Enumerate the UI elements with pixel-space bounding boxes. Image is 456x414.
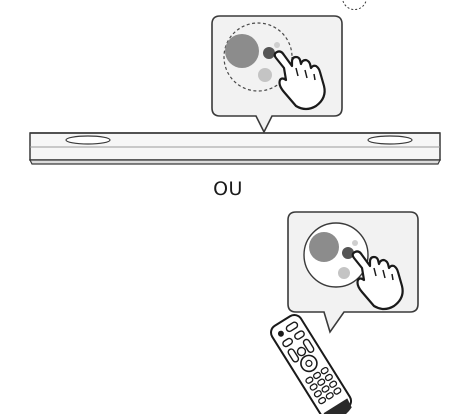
remote-control-icon xyxy=(270,314,353,414)
speaker-left xyxy=(65,135,111,145)
pointing-hand-icon-bottom xyxy=(351,250,404,311)
soundbar-callout xyxy=(211,15,343,134)
large-grey-circle xyxy=(225,34,259,68)
large-grey-circle-bottom xyxy=(309,232,339,262)
small-dark-circle-bottom xyxy=(342,247,354,259)
separator-label: OU xyxy=(213,178,243,200)
small-light-circle-top xyxy=(274,42,280,48)
pointing-hand-icon xyxy=(273,50,326,111)
callout-panel xyxy=(211,15,343,134)
small-light-circle-bottom-b xyxy=(338,267,350,279)
soundbar-icon xyxy=(29,132,441,165)
remote-callout xyxy=(287,211,419,334)
dotted-circle-icon xyxy=(342,0,367,10)
small-light-circle-bottom-a xyxy=(352,240,358,246)
speaker-right xyxy=(367,135,413,145)
small-light-circle-bottom xyxy=(258,68,272,82)
dashed-ring xyxy=(223,22,293,92)
small-dark-circle xyxy=(263,47,275,59)
